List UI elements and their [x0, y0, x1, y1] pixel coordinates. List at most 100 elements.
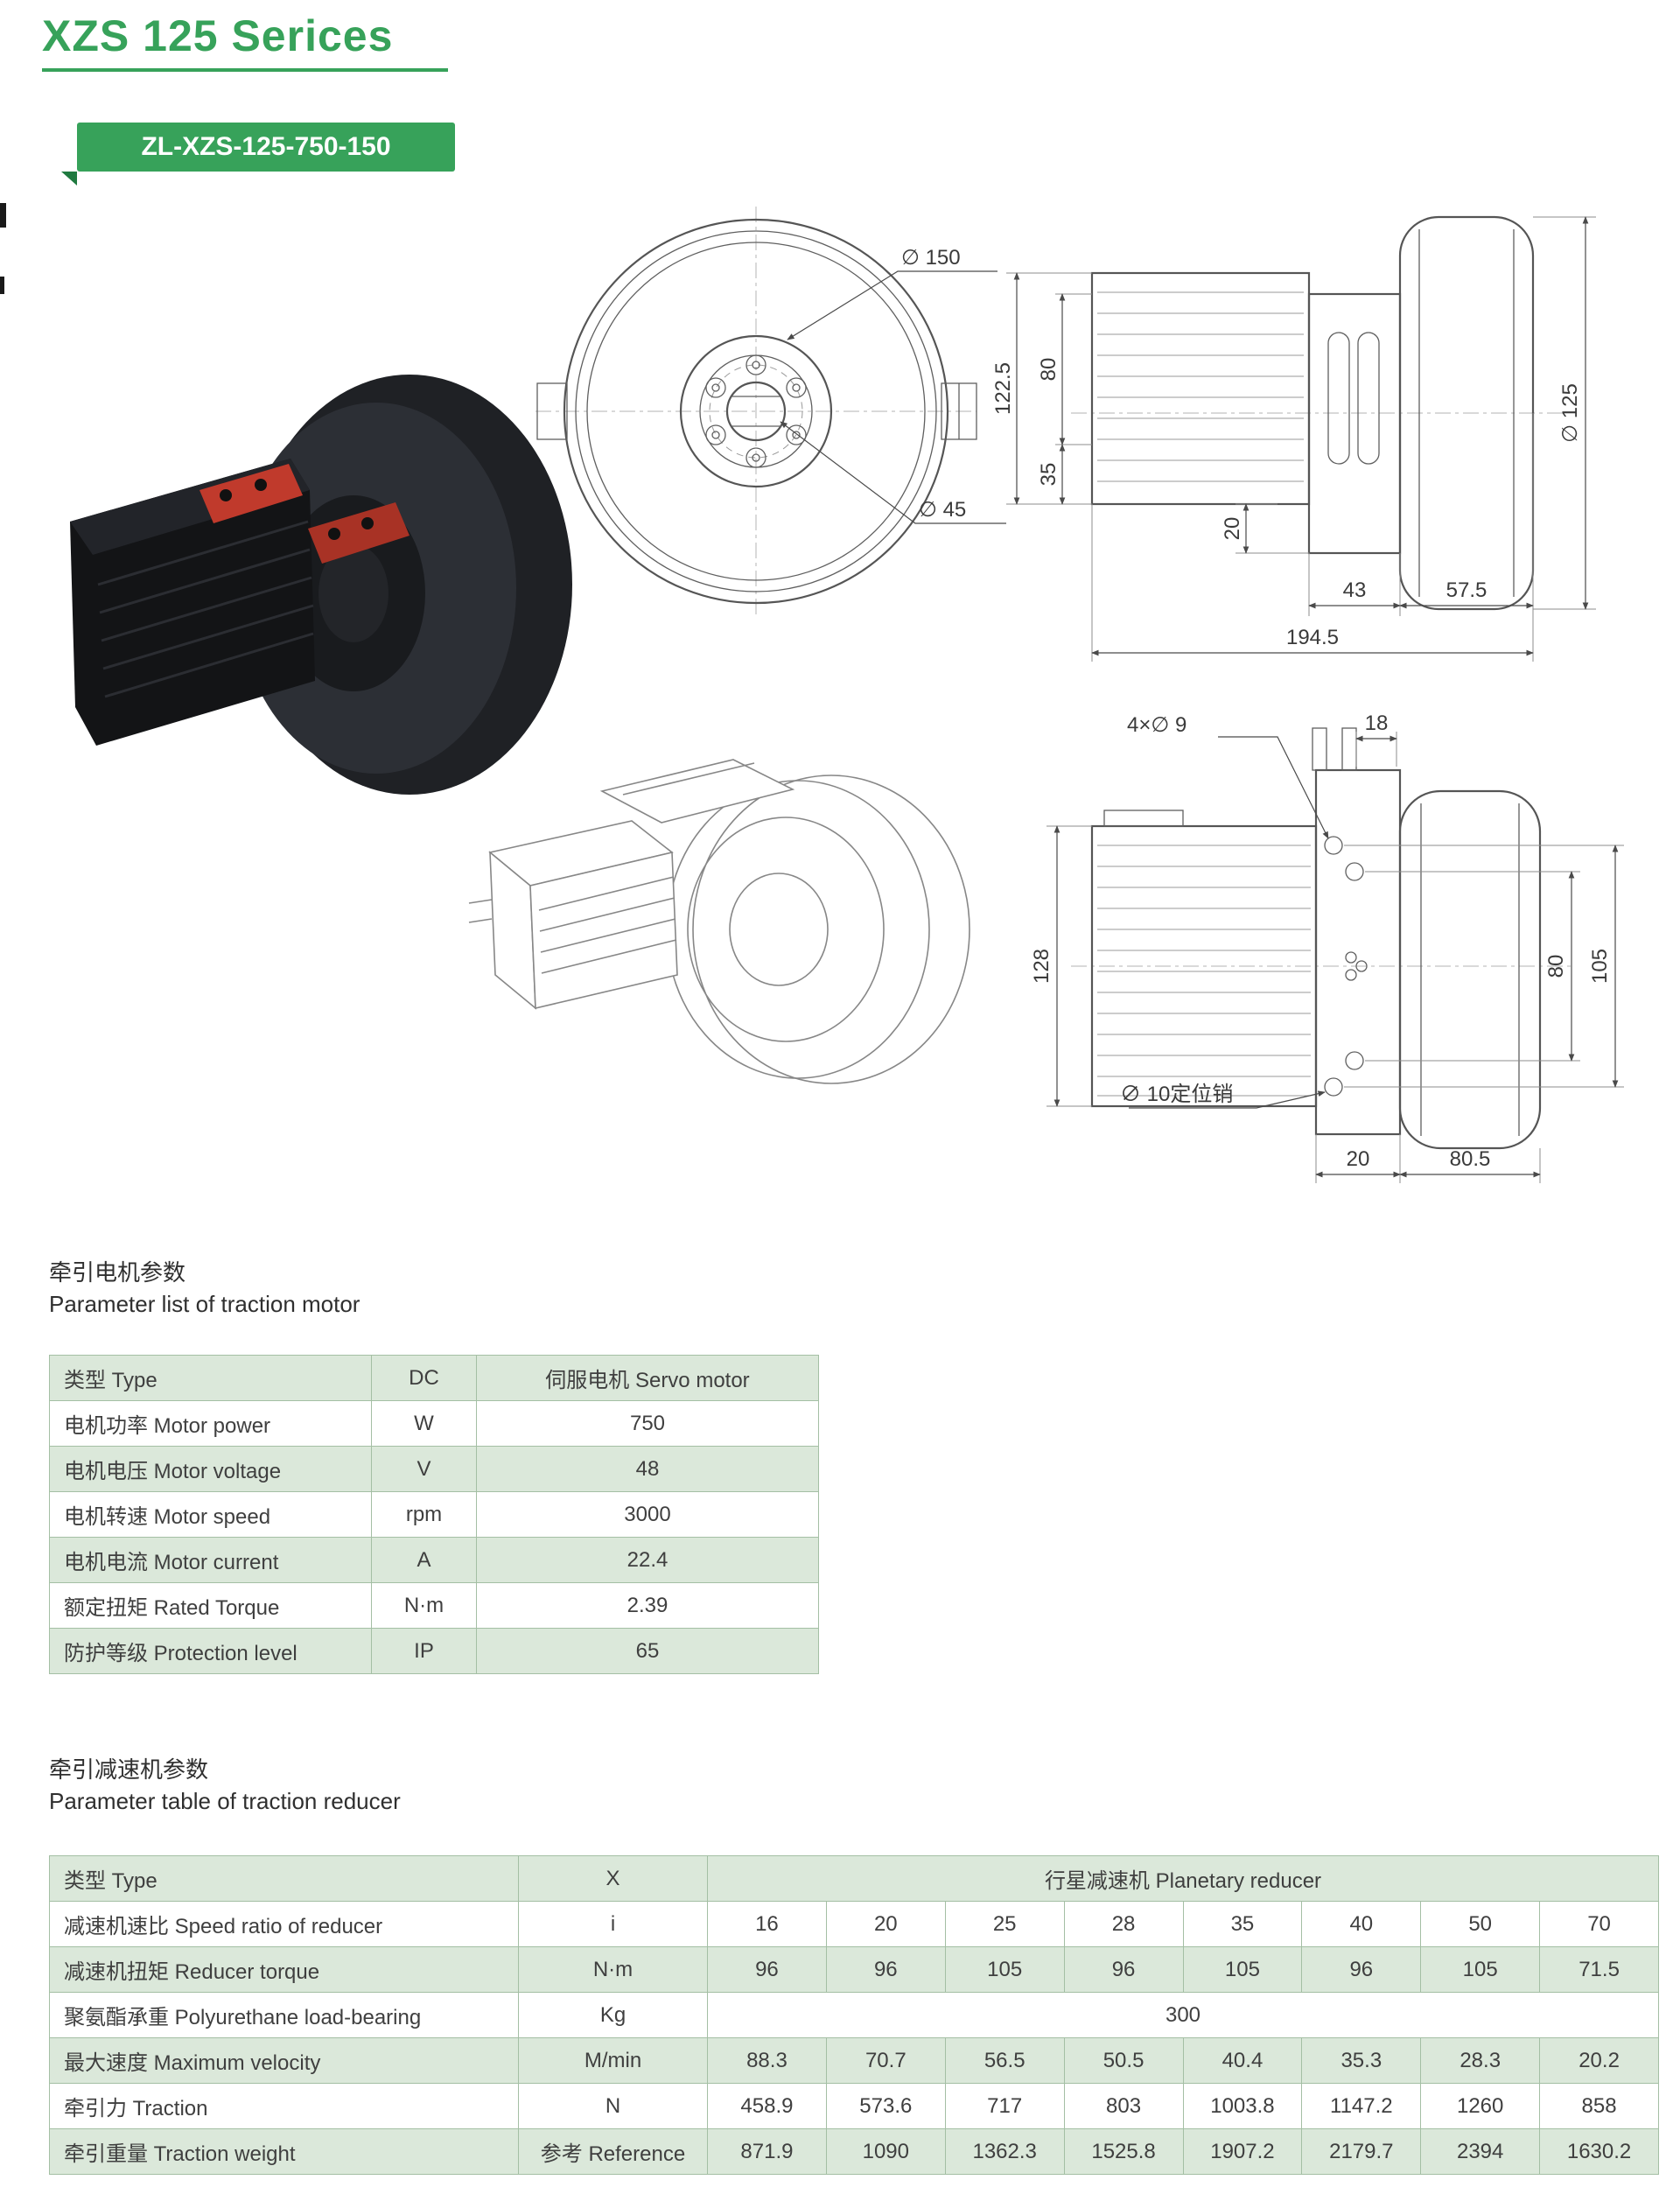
param-label: 牵引力 Traction: [49, 2083, 519, 2129]
dim-side-dia125: ∅ 125: [1558, 383, 1582, 443]
param-value: 71.5: [1539, 1946, 1659, 1993]
param-value: 50.5: [1063, 2037, 1184, 2084]
param-value: 20: [825, 1901, 946, 1947]
dim-rear-18: 18: [1365, 711, 1389, 735]
param-unit: N: [518, 2083, 708, 2129]
motor-params-title-en: Parameter list of traction motor: [49, 1291, 360, 1317]
reducer-params-title-en: Parameter table of traction reducer: [49, 1788, 401, 1814]
param-value: 40: [1301, 1901, 1422, 1947]
param-value: 70.7: [825, 2037, 946, 2084]
param-value: 2394: [1420, 2128, 1541, 2175]
dim-side-57-5: 57.5: [1446, 578, 1488, 602]
param-value: 96: [1063, 1946, 1184, 1993]
param-unit: W: [371, 1400, 477, 1447]
param-value: 1630.2: [1539, 2128, 1659, 2175]
param-value: 伺服电机 Servo motor: [476, 1355, 819, 1401]
dim-rear-pin: ∅ 10定位销: [1120, 1083, 1233, 1106]
dim-rear-20: 20: [1347, 1147, 1370, 1171]
param-value: 803: [1063, 2083, 1184, 2129]
param-value: 65: [476, 1628, 819, 1674]
dim-front-dia150: ∅ 150: [901, 246, 961, 270]
param-unit: N·m: [371, 1582, 477, 1629]
param-value: 96: [1301, 1946, 1422, 1993]
dim-side-194-5: 194.5: [1286, 626, 1339, 649]
param-label: 减速机速比 Speed ratio of reducer: [49, 1901, 519, 1947]
param-value: 28.3: [1420, 2037, 1541, 2084]
reducer-params-section: 牵引减速机参数 Parameter table of traction redu…: [49, 1754, 1659, 2175]
param-unit: X: [518, 1855, 708, 1902]
dim-rear-80-5: 80.5: [1450, 1147, 1491, 1171]
param-value: 20.2: [1539, 2037, 1659, 2084]
param-value: 858: [1539, 2083, 1659, 2129]
param-label: 电机电压 Motor voltage: [49, 1446, 372, 1492]
param-unit: i: [518, 1901, 708, 1947]
param-value: 16: [707, 1901, 827, 1947]
dim-rear-holes: 4×∅ 9: [1127, 713, 1186, 737]
page-title: XZS 125 Serices: [42, 11, 394, 60]
param-unit: Kg: [518, 1992, 708, 2038]
motor-fins: [1097, 291, 1304, 482]
title-underline: [42, 68, 448, 72]
dim-rear-128: 128: [1030, 949, 1054, 984]
param-value: 1147.2: [1301, 2083, 1422, 2129]
param-label: 电机转速 Motor speed: [49, 1491, 372, 1538]
drawing-front-view: ∅ 150 ∅ 45: [536, 207, 1006, 616]
param-value: 1090: [825, 2128, 946, 2175]
param-label: 最大速度 Maximum velocity: [49, 2037, 519, 2084]
reducer-params-title-cn: 牵引减速机参数: [49, 1756, 209, 1783]
param-label: 额定扭矩 Rated Torque: [49, 1582, 372, 1629]
param-value: 1907.2: [1182, 2128, 1303, 2175]
param-unit: IP: [371, 1628, 477, 1674]
param-value-span: 300: [707, 1992, 1659, 2038]
param-value: 25: [944, 1901, 1065, 1947]
param-label: 类型 Type: [49, 1855, 519, 1902]
param-value: 35: [1182, 1901, 1303, 1947]
dim-side-35: 35: [1037, 463, 1060, 487]
param-unit: N·m: [518, 1946, 708, 1993]
param-unit: A: [371, 1537, 477, 1583]
param-value: 2179.7: [1301, 2128, 1422, 2175]
param-label: 电机电流 Motor current: [49, 1537, 372, 1583]
param-value: 22.4: [476, 1537, 819, 1583]
param-value: 3000: [476, 1491, 819, 1538]
param-label: 聚氨酯承重 Polyurethane load-bearing: [49, 1992, 519, 2038]
param-value: 1260: [1420, 2083, 1541, 2129]
param-value: 96: [825, 1946, 946, 1993]
param-unit: M/min: [518, 2037, 708, 2084]
motor-params-section: 牵引电机参数 Parameter list of traction motor …: [49, 1257, 819, 1674]
param-value: 1362.3: [944, 2128, 1065, 2175]
model-badge: ZL-XZS-125-750-150: [77, 123, 455, 172]
param-label: 牵引重量 Traction weight: [49, 2128, 519, 2175]
param-value: 35.3: [1301, 2037, 1422, 2084]
param-value: 28: [1063, 1901, 1184, 1947]
dim-rear-80: 80: [1544, 955, 1568, 978]
param-value-span: 行星减速机 Planetary reducer: [707, 1855, 1659, 1902]
param-value: 105: [1182, 1946, 1303, 1993]
param-value: 96: [707, 1946, 827, 1993]
param-unit: V: [371, 1446, 477, 1492]
param-value: 573.6: [825, 2083, 946, 2129]
param-value: 1525.8: [1063, 2128, 1184, 2175]
param-value: 50: [1420, 1901, 1541, 1947]
dim-side-80: 80: [1037, 358, 1060, 382]
dim-front-dia45: ∅ 45: [919, 498, 966, 522]
param-value: 458.9: [707, 2083, 827, 2129]
param-label: 减速机扭矩 Reducer torque: [49, 1946, 519, 1993]
dim-side-122-5: 122.5: [991, 362, 1015, 415]
param-label: 电机功率 Motor power: [49, 1400, 372, 1447]
param-value: 105: [1420, 1946, 1541, 1993]
dim-rear-105: 105: [1588, 949, 1612, 984]
